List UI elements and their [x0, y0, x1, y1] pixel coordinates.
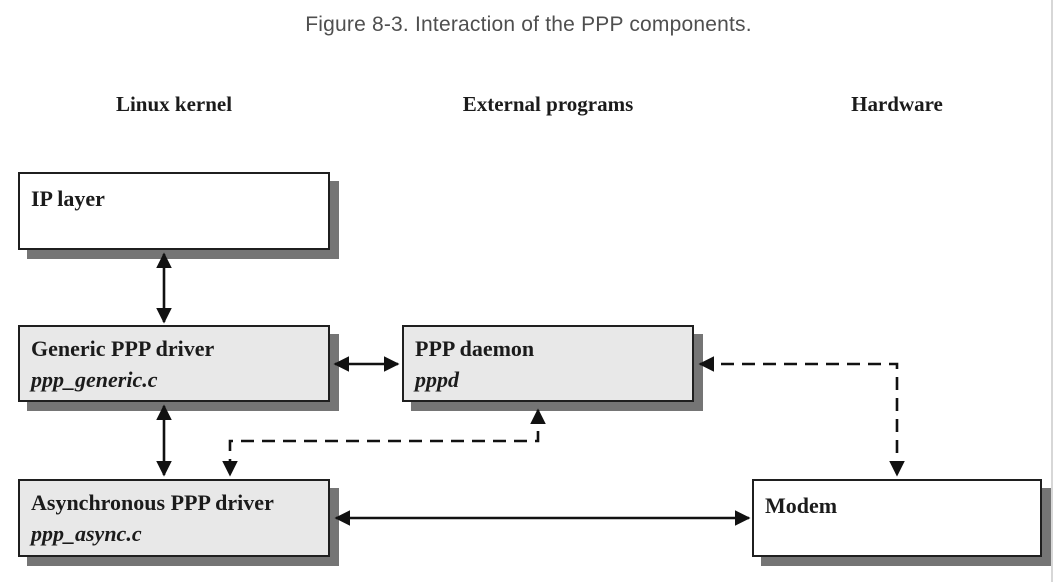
column-header-external-programs: External programs [462, 92, 634, 116]
box-subtitle: ppp_async.c [31, 521, 142, 546]
column-header-hardware: Hardware [851, 92, 943, 116]
box-title: Asynchronous PPP driver [31, 490, 274, 515]
box-title: Generic PPP driver [31, 336, 215, 361]
arrow-dashed-pppd-modem [698, 356, 905, 477]
right-edge-divider [1051, 0, 1053, 582]
box-title: IP layer [31, 186, 105, 211]
box-modem: Modem [752, 479, 1042, 557]
box-subtitle: ppp_generic.c [31, 367, 158, 392]
box-asynchronous-ppp-driver: Asynchronous PPP driver ppp_async.c [18, 479, 330, 557]
figure-caption: Figure 8-3. Interaction of the PPP compo… [305, 13, 752, 36]
box-generic-ppp-driver: Generic PPP driver ppp_generic.c [18, 325, 330, 402]
arrow-dashed-pppd-async [222, 408, 546, 477]
column-header-linux-kernel: Linux kernel [115, 92, 233, 116]
box-title: PPP daemon [415, 336, 535, 361]
box-ip-layer: IP layer [18, 172, 330, 250]
box-ppp-daemon: PPP daemon pppd [402, 325, 694, 402]
box-title: Modem [765, 493, 838, 518]
box-subtitle: pppd [415, 367, 459, 392]
